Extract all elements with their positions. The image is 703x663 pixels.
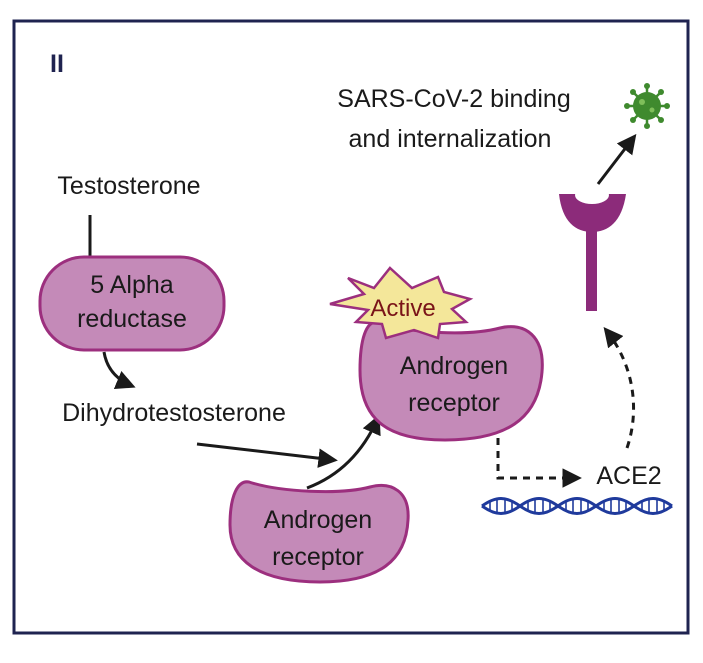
dht-to-receptor-arrow (196, 442, 338, 468)
receptor-active-label-line2: receptor (408, 389, 500, 417)
active-badge-star (329, 266, 474, 340)
ace2-label: ACE2 (596, 462, 661, 490)
receptor-active-node (358, 320, 544, 442)
sars-label-line1: SARS-CoV-2 binding (337, 85, 570, 113)
ace2-to-membrane-arrow (603, 326, 636, 449)
enzyme-label-line1: 5 Alpha (90, 271, 174, 299)
dna-icon (481, 497, 673, 515)
active-badge-label: Active (370, 295, 435, 322)
panel-frame (12, 19, 690, 635)
virus-icon (624, 83, 670, 129)
receptor-to-ace2-arrow (496, 438, 582, 488)
receptor-activation-arrow (306, 414, 381, 490)
ace2-receptor-icon (559, 186, 626, 311)
receptor-to-virus-arrow (596, 133, 637, 185)
receptor-inactive-label-line2: receptor (272, 543, 364, 571)
receptor-inactive-label-line1: Androgen (264, 506, 372, 534)
testosterone-label: Testosterone (57, 172, 200, 200)
enzyme-label-line2: reductase (77, 305, 187, 333)
panel-label: II (50, 50, 64, 78)
sars-label-line2: and internalization (349, 125, 552, 153)
dht-label: Dihydrotestosterone (62, 399, 286, 427)
enzyme-to-dht-arrow (102, 351, 136, 389)
enzyme-node (38, 255, 226, 352)
receptor-inactive-node (228, 480, 410, 584)
receptor-active-label-line1: Androgen (400, 352, 508, 380)
